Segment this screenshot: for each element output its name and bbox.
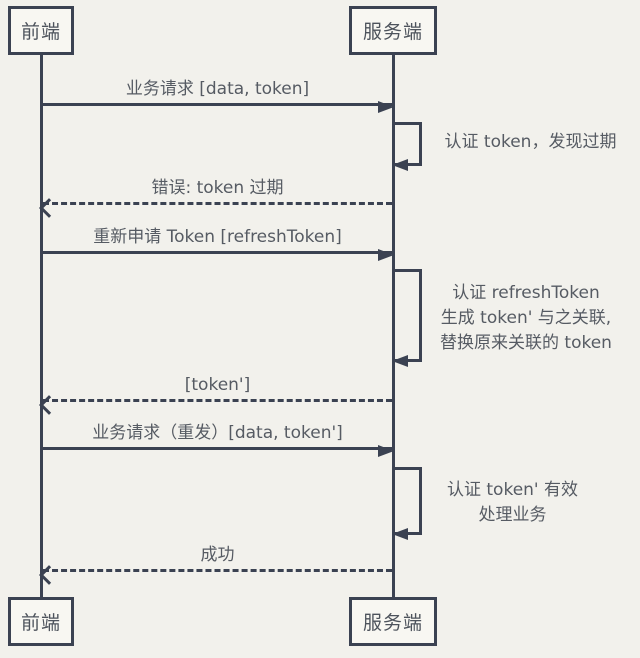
self-message-verify-token xyxy=(392,122,422,171)
arrowhead-left-icon xyxy=(392,355,408,367)
lifeline-frontend xyxy=(40,55,43,597)
self-message-verify-refresh-token xyxy=(392,269,422,367)
self-message-label-verify-token: 认证 token，发现过期 xyxy=(444,132,617,152)
arrowhead-right-icon xyxy=(378,249,394,261)
actor-server-bottom: 服务端 xyxy=(349,597,437,646)
message-label-success: 成功 xyxy=(200,545,235,565)
message-arrow-business-request xyxy=(43,101,394,113)
message-label-reapply-token: 重新申请 Token [refreshToken] xyxy=(93,227,342,247)
actor-server-top-label: 服务端 xyxy=(362,21,423,43)
self-message-label-verify-refresh-token: 认证 refreshToken 生成 token' 与之关联, 替换原来关联的 … xyxy=(440,283,612,353)
message-label-business-request: 业务请求 [data, token] xyxy=(125,79,310,99)
self-message-label-verify-new-token: 认证 token' 有效 处理业务 xyxy=(446,480,579,525)
actor-server-top: 服务端 xyxy=(349,6,437,55)
message-arrow-reapply-token xyxy=(43,249,394,261)
actor-frontend-bottom: 前端 xyxy=(8,597,74,646)
message-label-token-expired-error: 错误: token 过期 xyxy=(151,178,284,198)
lifeline-server xyxy=(392,55,395,597)
actor-frontend-bottom-label: 前端 xyxy=(20,612,61,634)
actor-frontend-top: 前端 xyxy=(8,6,74,55)
actor-server-bottom-label: 服务端 xyxy=(362,612,423,634)
actor-frontend-top-label: 前端 xyxy=(20,21,61,43)
message-label-business-request-retry: 业务请求（重发）[data, token'] xyxy=(92,423,343,443)
message-arrow-new-token xyxy=(39,395,392,415)
self-message-verify-new-token xyxy=(392,467,422,540)
message-arrow-token-expired-error xyxy=(39,198,392,218)
arrowhead-right-icon xyxy=(378,101,394,113)
message-arrow-business-request-retry xyxy=(43,445,394,457)
message-arrow-success xyxy=(39,565,392,585)
message-label-new-token: [token'] xyxy=(184,375,251,395)
arrowhead-left-icon xyxy=(392,159,408,171)
arrowhead-right-icon xyxy=(378,445,394,457)
arrowhead-left-icon xyxy=(392,528,408,540)
